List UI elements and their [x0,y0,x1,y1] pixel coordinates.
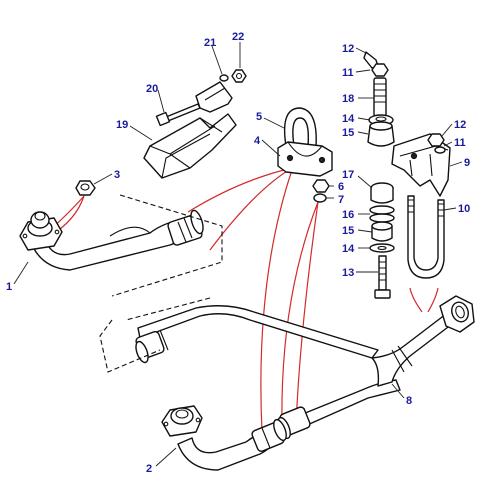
leader-8 [391,383,405,399]
callout-2: 2 [146,463,152,475]
leader-14a [357,117,371,121]
callout-5: 5 [256,111,262,123]
callout-4: 4 [254,135,261,147]
u-bolt-part-10 [407,195,445,279]
clamp-saddle-part-4 [277,141,333,177]
leader-4 [261,139,281,157]
callout-17: 17 [342,169,354,181]
leader-1 [13,261,29,285]
callout-3: 3 [114,169,120,181]
washer-part-7 [313,193,327,203]
red-leader-7-b [295,201,319,427]
leader-20 [157,89,165,113]
callout-11-right: 11 [454,137,466,149]
front-downpipe-part-1 [19,209,204,271]
callout-11-top: 11 [342,67,354,79]
leader-12b [441,123,453,137]
red-leader-lines [47,167,439,433]
callout-10: 10 [458,203,470,215]
leader-21 [211,45,223,75]
callout-14-low: 14 [342,243,355,255]
part-1-dashed-box [111,194,223,297]
leader-17 [357,175,373,189]
callout-15-top: 15 [342,127,354,139]
callout-12-top: 12 [342,43,354,55]
callout-1: 1 [6,281,12,293]
leader-9 [449,161,463,167]
rubber-mount-part-15-low [371,221,393,242]
leader-11b [443,141,453,147]
y-pipe-part-8 [135,295,475,440]
rubber-mount-part-17 [370,182,394,204]
callout-9: 9 [464,157,470,169]
leader-11a [355,69,371,73]
callout-19: 19 [116,119,128,131]
callout-leaders [13,42,463,467]
callout-6: 6 [338,181,344,193]
leader-19 [129,125,153,141]
callout-22: 22 [232,31,244,43]
heat-shield-part-19 [143,113,237,179]
leader-10 [443,207,457,211]
nut-part-22 [231,69,247,83]
callout-numbers: 1 2 3 4 5 6 7 8 9 10 11 11 12 12 13 14 1… [6,31,470,475]
leader-5 [263,117,285,129]
callout-15-low: 15 [342,225,354,237]
callout-12-right: 12 [454,119,466,131]
leader-15b [357,229,373,233]
washer-part-21 [219,74,229,82]
red-leader-4-c [260,169,293,433]
stud-part-18 [373,77,387,117]
part-8-dashed-edge [125,297,211,321]
u-clamp-part-5 [283,107,317,147]
leader-2 [155,447,177,467]
nut-part-11-top [371,63,389,77]
callout-8: 8 [406,395,412,407]
nut-part-3 [75,180,96,196]
red-leader-9-a [409,287,423,313]
callout-13: 13 [342,267,354,279]
leader-12a [355,47,369,55]
red-leader-4-b [209,167,293,251]
callout-16: 16 [342,209,354,221]
nut-part-6 [312,179,330,193]
washer-part-14-low [369,243,395,253]
bolt-part-13 [374,255,391,299]
callout-20: 20 [146,83,158,95]
washer-part-11-right [434,146,446,154]
callout-21: 21 [204,37,216,49]
leader-3 [93,173,113,185]
red-leader-4-a [187,167,293,213]
bracket-part-20-21 [155,81,233,127]
red-leader-7-a [281,201,319,427]
callout-18: 18 [342,93,354,105]
leader-15a [357,131,369,135]
callout-14-top: 14 [342,113,355,125]
washers-part-16 [369,205,395,223]
nut-part-12-right [427,133,445,147]
rubber-mount-part-15-top [367,121,395,147]
part-8-dashed-box [99,319,161,373]
callout-7: 7 [338,194,344,206]
rear-downpipe-part-2 [161,405,287,471]
red-leader-9-b [427,287,439,313]
